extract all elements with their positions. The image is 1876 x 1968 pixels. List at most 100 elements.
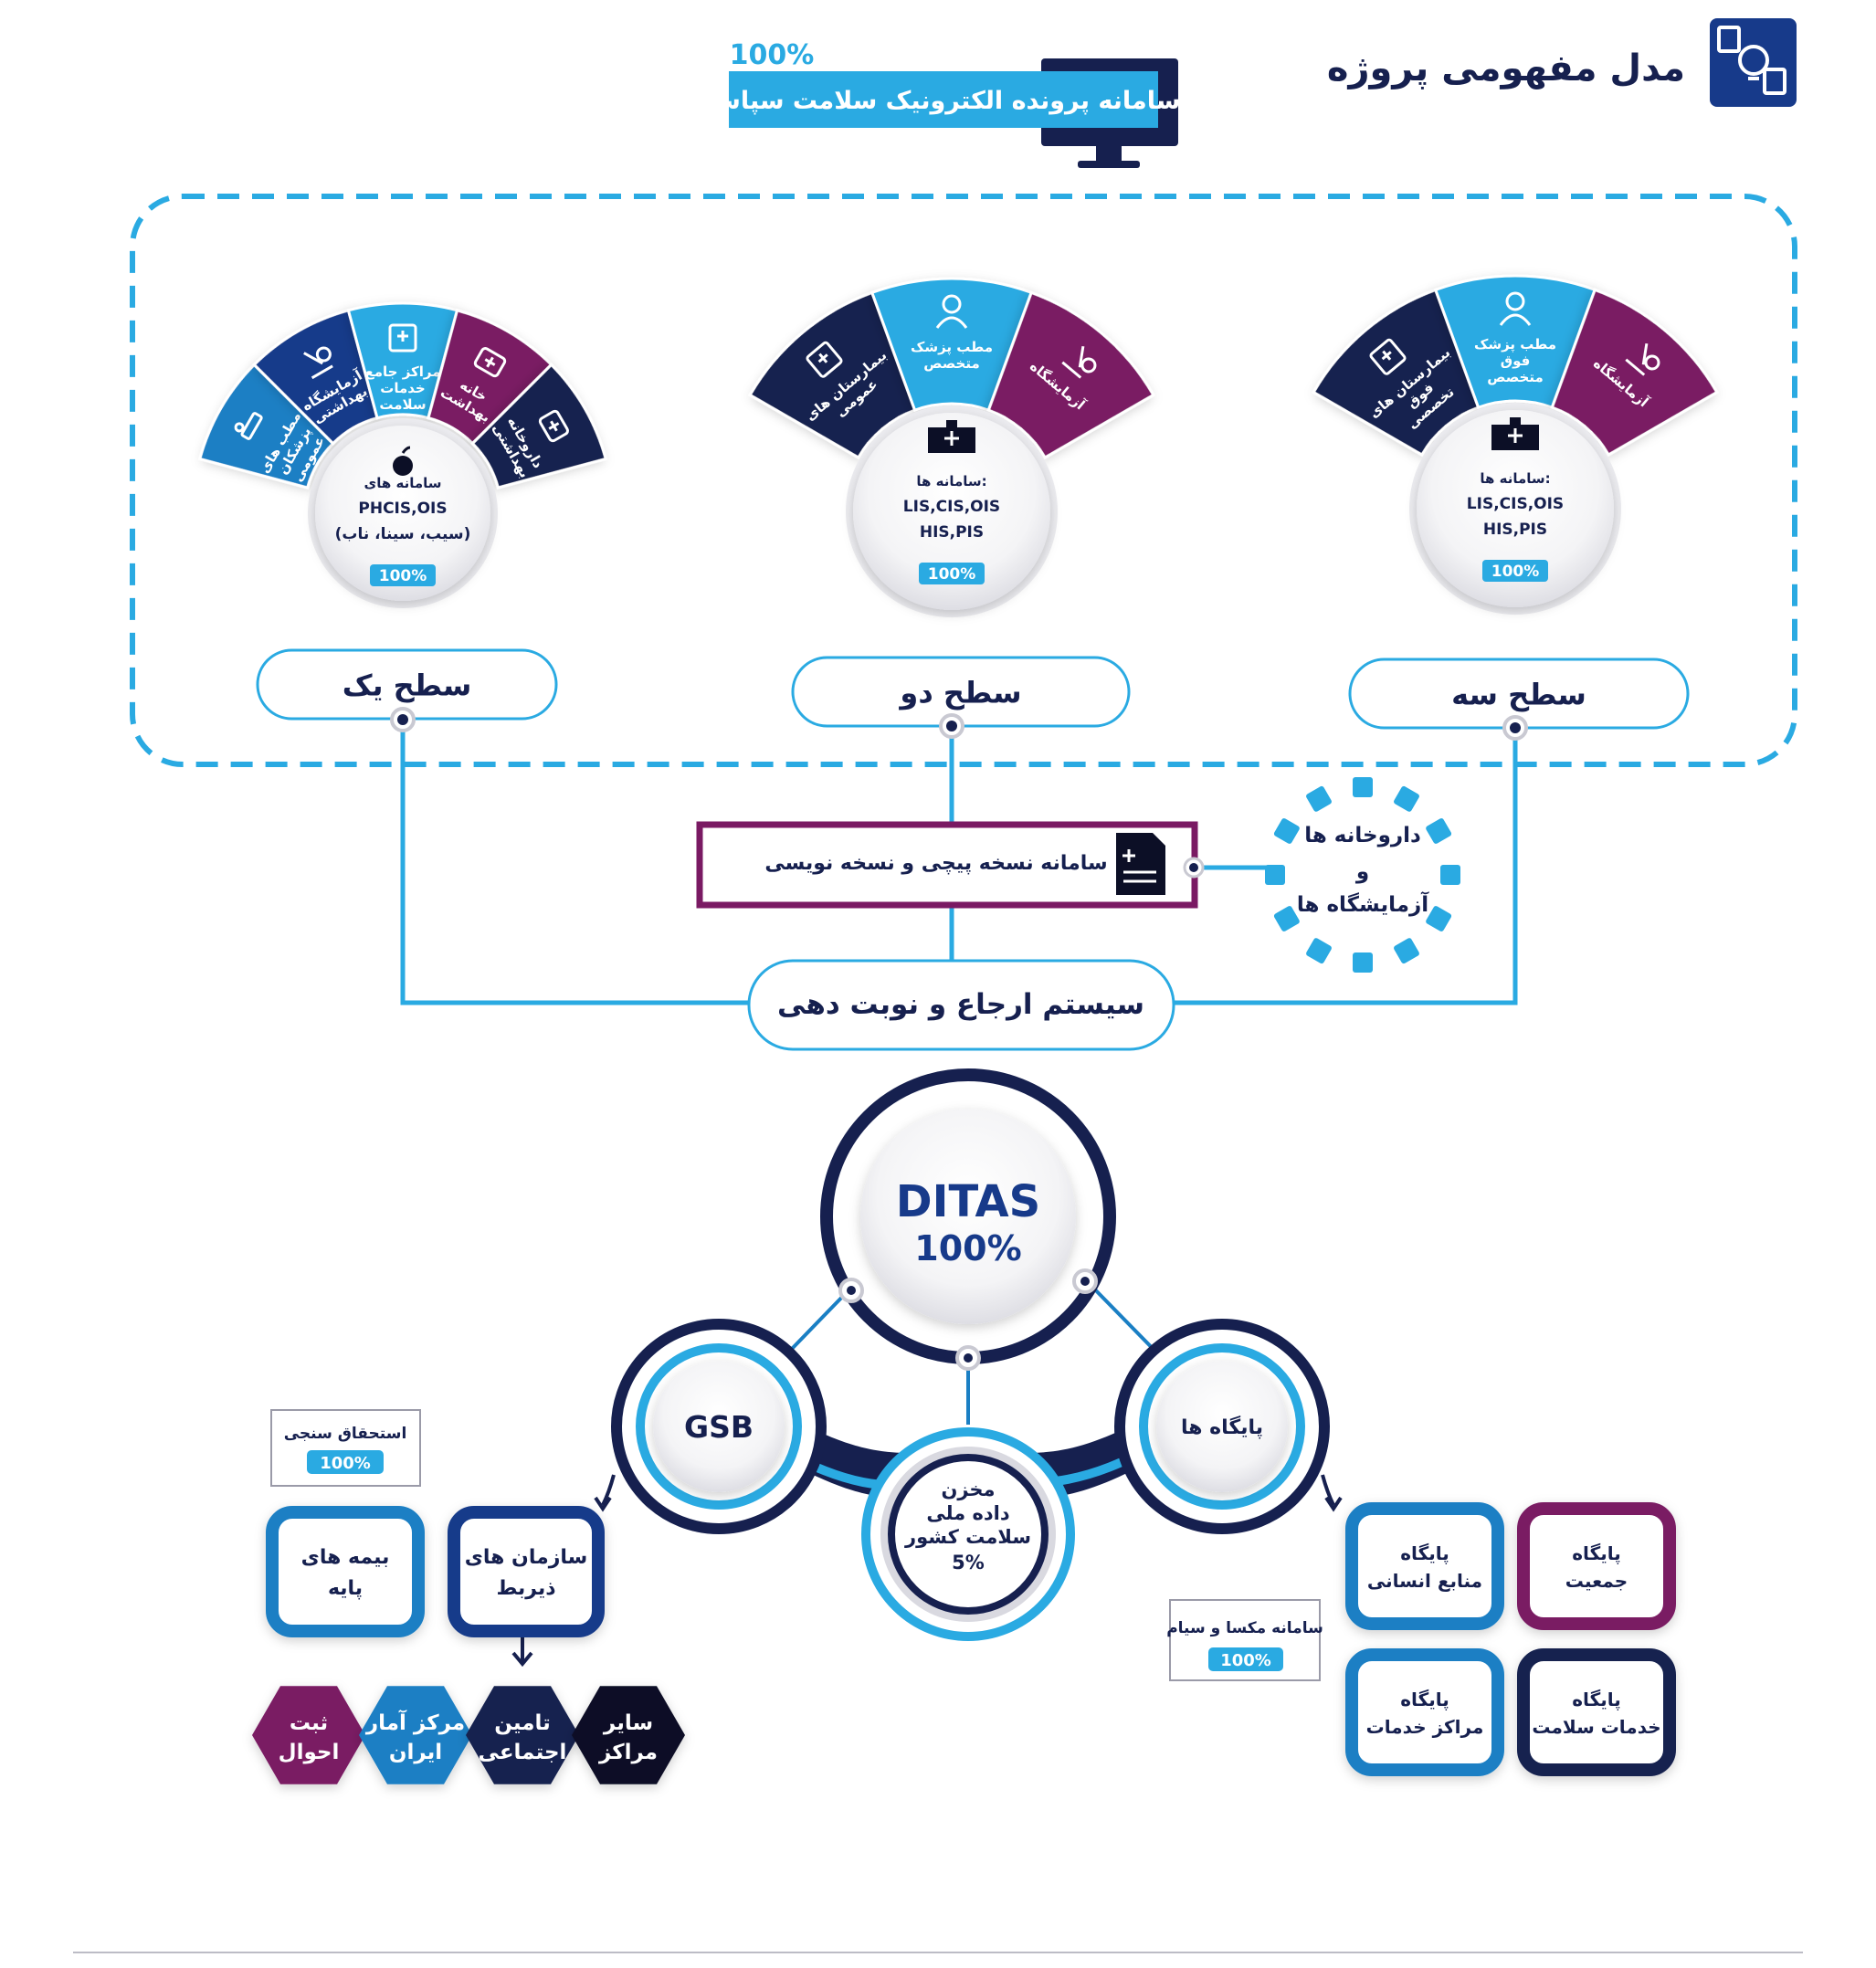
base-box: پایگاه جمعیت xyxy=(1517,1502,1676,1630)
level-label: سطح یک xyxy=(343,668,472,703)
prescription-system-label: سامانه نسخه پیچی و نسخه نویسی xyxy=(764,852,1107,875)
microscope-icon xyxy=(303,346,333,380)
ditas-percent: 100% xyxy=(914,1228,1021,1268)
hospital-icon xyxy=(1369,338,1407,375)
base-label: منابع انسانی xyxy=(1367,1570,1482,1592)
base-label: خدمات سلامت xyxy=(1532,1716,1660,1738)
system-percent: 100% xyxy=(730,39,815,71)
referral-system-pill: سیستم ارجاع و نوبت دهی xyxy=(747,959,1175,1051)
pharmacies-label: داروخانه ها xyxy=(1304,824,1421,847)
organization-label: مراکز xyxy=(598,1741,658,1764)
facility-label: مراکز جامع xyxy=(364,363,440,380)
facility-label: مطب پزشک xyxy=(1474,336,1556,353)
hub-system-text: سامانه ها: xyxy=(916,473,986,489)
prescription-document-icon xyxy=(1116,833,1165,895)
hub-percent-badge xyxy=(919,563,985,584)
hospital-building-icon xyxy=(928,420,975,453)
ring-dash xyxy=(1426,906,1452,931)
base-box-frame xyxy=(1517,1648,1676,1776)
eligibility-percent: 100% xyxy=(320,1454,371,1473)
petal-shape xyxy=(197,363,335,489)
hub-system-text: LIS,CIS,OIS xyxy=(903,498,1000,516)
bases-node: پایگاه ها xyxy=(1114,1319,1330,1534)
national-repository-node: مخزن داده ملی سلامت کشور 5% xyxy=(861,1427,1075,1641)
levels-layer: مطب هایپزشکانعمومیآزمایشگاهبهداشتیمراکز … xyxy=(197,274,1719,741)
insurance-box: بیمه های پایه xyxy=(266,1506,425,1637)
hub-system-text: PHCIS,OIS xyxy=(358,500,447,518)
level-label: سطح دو xyxy=(898,676,1021,710)
facility-petal: آزمایشگاه xyxy=(986,290,1155,460)
microscope-icon xyxy=(1061,345,1097,379)
doctor-icon xyxy=(935,294,968,329)
facility-label: فوق xyxy=(1501,353,1531,369)
ditas-node: DITAS 100% xyxy=(820,1068,1116,1364)
hub-percent: 100% xyxy=(379,567,427,585)
hub-percent: 100% xyxy=(1491,563,1540,581)
maxa-siam-percent: 100% xyxy=(1220,1651,1271,1670)
maxa-siam-box: سامانه مکسا و سیام 100% xyxy=(1166,1599,1323,1681)
petal-shape xyxy=(427,308,553,446)
system-title: سامانه پرونده الکترونیک سلامت سپاس xyxy=(707,87,1181,115)
base-box: پایگاه مراکز خدمات xyxy=(1345,1648,1504,1776)
eligibility-label: استحقاق سنجی xyxy=(284,1425,407,1443)
hub-system-text: سامانه های xyxy=(364,475,441,491)
doctor-icon xyxy=(1499,291,1532,326)
hub-circle xyxy=(853,413,1050,610)
header: مدل مفهومی پروژه سامانه پرونده الکترونیک… xyxy=(707,18,1797,168)
hospital-icon xyxy=(806,341,843,378)
prescription-system-box: سامانه نسخه پیچی و نسخه نویسی xyxy=(696,821,1205,909)
hexagon-shape xyxy=(359,1686,472,1784)
repo-line-1: مخزن xyxy=(941,1479,995,1500)
branch-arrows xyxy=(511,1474,1343,1668)
hub-percent: 100% xyxy=(928,565,976,584)
base-label: مراکز خدمات xyxy=(1366,1716,1484,1738)
base-label: جمعیت xyxy=(1565,1570,1628,1592)
connector-dot-center xyxy=(1510,722,1521,733)
hub-circle xyxy=(1417,410,1614,607)
petal-shape xyxy=(470,363,608,489)
dashed-ring xyxy=(1265,777,1460,973)
labs-label: آزمایشگاه ها xyxy=(1297,890,1429,917)
petal-shape xyxy=(1433,274,1597,410)
facility-label: متخصص xyxy=(923,355,979,372)
facility-label: متخصص xyxy=(1487,369,1543,385)
hospital-bed-icon xyxy=(234,412,263,440)
base-label: پایگاه xyxy=(1572,1689,1620,1711)
related-orgs-box: سازمان های ذیربط xyxy=(448,1506,605,1637)
petal-shape xyxy=(748,290,917,460)
base-box-frame xyxy=(1517,1502,1676,1630)
organization-label: مرکز آمار xyxy=(365,1709,465,1735)
facility-label: سلامت xyxy=(379,396,426,413)
level-group: مطب هایپزشکانعمومیآزمایشگاهبهداشتیمراکز … xyxy=(197,301,608,732)
base-box: پایگاه خدمات سلامت xyxy=(1517,1648,1676,1776)
petal-shape xyxy=(346,301,459,420)
base-box-frame xyxy=(1345,1648,1504,1776)
base-label: پایگاه xyxy=(1572,1542,1620,1565)
gsb-node: GSB xyxy=(611,1319,827,1534)
insurance-line-2: پایه xyxy=(328,1577,363,1600)
ring-dash xyxy=(1394,785,1419,812)
hub-system-text: LIS,CIS,OIS xyxy=(1467,495,1564,513)
related-orgs-line-2: ذیربط xyxy=(496,1577,555,1600)
connector-lines xyxy=(400,720,1518,1005)
and-label: و xyxy=(1355,860,1369,884)
base-label: پایگاه xyxy=(1400,1689,1449,1711)
insurance-line-1: بیمه های xyxy=(301,1546,390,1569)
facility-label: مطب پزشک xyxy=(911,339,993,356)
gsb-label: GSB xyxy=(684,1409,754,1445)
repo-line-2: داده ملی xyxy=(926,1502,1010,1524)
clinic-icon xyxy=(388,323,417,353)
ring-dash xyxy=(1265,865,1285,885)
petal-shape xyxy=(1550,288,1719,458)
